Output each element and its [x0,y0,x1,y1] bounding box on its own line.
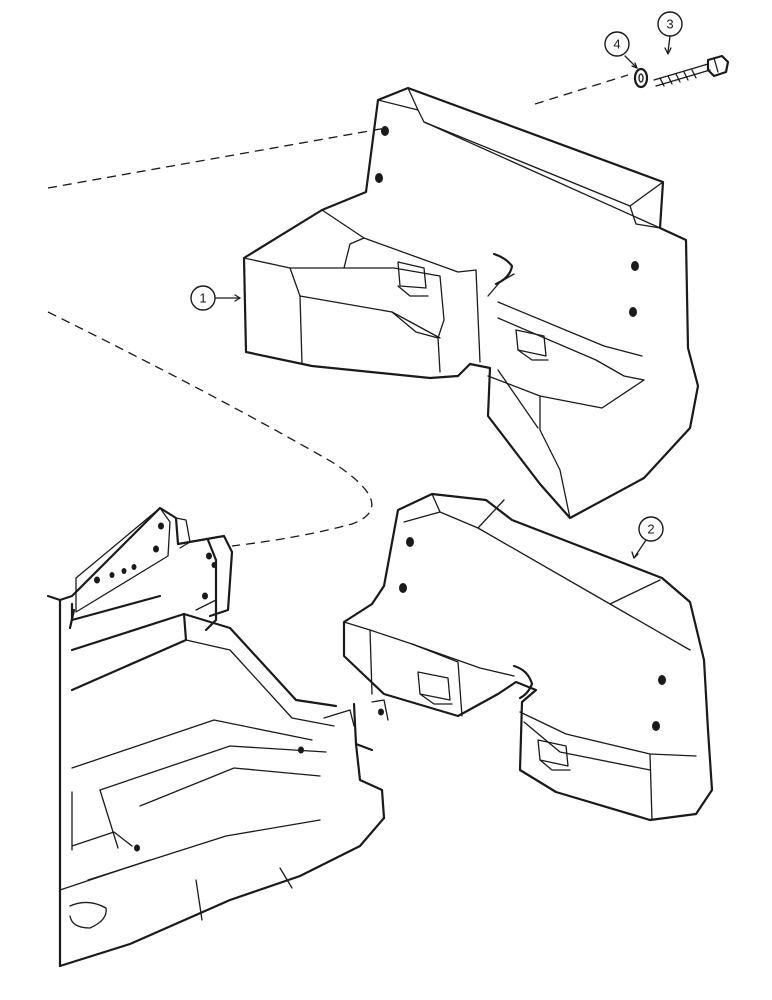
callout-3: 3 [657,11,683,37]
bolt [653,54,730,87]
counterweight-lower [342,492,714,822]
washer [633,67,649,89]
callout-4-label: 4 [613,37,620,52]
counterweight-upper [242,86,700,520]
callout-leaders [214,35,672,559]
callout-2: 2 [638,516,664,542]
callout-4: 4 [604,31,630,57]
callout-2-label: 2 [647,522,654,537]
machine-frame [46,506,389,968]
assembly-lines [47,74,629,547]
callout-1-label: 1 [199,291,206,306]
callout-1: 1 [190,285,216,311]
callout-3-label: 3 [666,17,673,32]
